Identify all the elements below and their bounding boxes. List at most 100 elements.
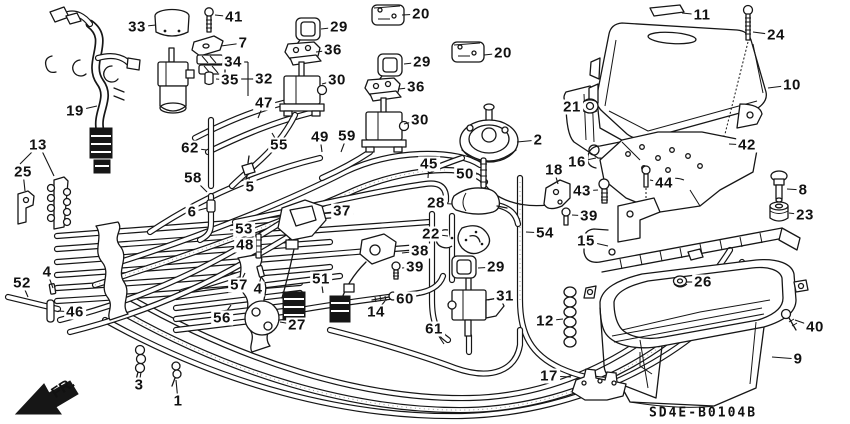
- bolt-39b: [561, 207, 571, 226]
- part-callout-44: 44: [653, 174, 675, 192]
- connector-cover-29b: [375, 53, 403, 85]
- label-strip-11: [649, 4, 685, 17]
- part-callout-29: 29: [411, 53, 433, 71]
- part-callout-12: 12: [534, 312, 556, 330]
- part-callout-36: 36: [322, 41, 344, 59]
- part-callout-24: 24: [765, 26, 787, 44]
- grommet-23: [769, 201, 789, 222]
- part-callout-60: 60: [394, 290, 416, 308]
- part-callout-46: 46: [64, 303, 86, 321]
- part-callout-54: 54: [534, 224, 556, 242]
- part-callout-20: 20: [410, 5, 432, 23]
- rubber-mount-34: [196, 54, 226, 75]
- part-callout-4: 4: [40, 263, 54, 281]
- part-callout-51: 51: [310, 270, 332, 288]
- part-callout-13: 13: [27, 136, 49, 154]
- plate-20a: [371, 4, 405, 26]
- part-callout-36: 36: [405, 78, 427, 96]
- part-callout-27: 27: [286, 316, 308, 334]
- part-callout-8: 8: [796, 181, 810, 199]
- part-callout-6: 6: [185, 203, 199, 221]
- part-callout-59: 59: [336, 127, 358, 145]
- part-callout-29: 29: [485, 258, 507, 276]
- bracket-36a: [284, 41, 322, 66]
- screw-24: [724, 4, 754, 135]
- part-callout-21: 21: [561, 98, 583, 116]
- bracket-36b: [364, 77, 402, 102]
- part-callout-25: 25: [12, 163, 34, 181]
- part-callout-20: 20: [492, 44, 514, 62]
- part-callout-62: 62: [179, 139, 201, 157]
- part-callout-42: 42: [736, 136, 758, 154]
- control-box-lower: [583, 258, 809, 408]
- part-callout-22: 22: [420, 225, 442, 243]
- part-callout-30: 30: [409, 111, 431, 129]
- rail-bracket-15: [583, 227, 801, 273]
- part-callout-47: 47: [253, 94, 275, 112]
- bolt-39a: [391, 261, 401, 280]
- bracket-17: [571, 368, 627, 401]
- callout-bracket-line: [41, 150, 55, 177]
- part-callout-9: 9: [791, 350, 805, 368]
- part-callout-33: 33: [126, 18, 148, 36]
- solenoid-valve-assembly-32: [157, 47, 195, 114]
- clip-25: [17, 190, 35, 225]
- part-callout-35: 35: [219, 71, 241, 89]
- part-callout-58: 58: [182, 169, 204, 187]
- wire-harness: [44, 6, 141, 174]
- part-callout-48: 48: [234, 236, 256, 254]
- part-callout-2: 2: [531, 131, 545, 149]
- collar-35: [204, 71, 214, 86]
- part-callout-19: 19: [64, 102, 86, 120]
- bolt-43: [598, 178, 610, 204]
- part-callout-11: 11: [691, 6, 713, 24]
- part-callout-53: 53: [233, 220, 255, 238]
- part-callout-43: 43: [571, 182, 593, 200]
- screw-44: [617, 165, 661, 243]
- part-callout-37: 37: [331, 202, 353, 220]
- bolt-8: [770, 170, 788, 203]
- part-callout-23: 23: [794, 206, 816, 224]
- joint-6: [206, 199, 216, 213]
- part-callout-50: 50: [454, 165, 476, 183]
- part-callout-56: 56: [211, 309, 233, 327]
- sensor-38: [329, 233, 397, 323]
- part-callout-45: 45: [418, 155, 440, 173]
- part-callout-32: 32: [253, 70, 275, 88]
- part-callout-10: 10: [781, 76, 803, 94]
- part-callout-15: 15: [575, 232, 597, 250]
- part-callout-28: 28: [425, 194, 447, 212]
- solenoid-valve-30b: [361, 97, 410, 153]
- part-callout-1: 1: [171, 392, 185, 410]
- bolt-41: [204, 7, 214, 33]
- part-callout-49: 49: [309, 128, 331, 146]
- part-callout-61: 61: [423, 320, 445, 338]
- part-callout-26: 26: [692, 273, 714, 291]
- bracket-18: [543, 179, 571, 210]
- connector-cover-29a: [293, 17, 321, 49]
- part-callout-30: 30: [326, 71, 348, 89]
- part-callout-39: 39: [404, 258, 426, 276]
- part-callout-14: 14: [365, 303, 387, 321]
- cap-33: [154, 8, 190, 37]
- bolt-40: [780, 308, 798, 331]
- part-callout-52: 52: [11, 274, 33, 292]
- connector-cover-29c: [451, 255, 477, 279]
- mounting-plate-16: [587, 131, 758, 213]
- part-callout-40: 40: [804, 318, 826, 336]
- part-callout-17: 17: [538, 367, 560, 385]
- comb-13: [46, 176, 72, 230]
- clip-3: [134, 344, 147, 381]
- sensor-37: [277, 199, 327, 299]
- solenoid-valve-30a: [279, 61, 328, 117]
- part-callout-57: 57: [228, 276, 250, 294]
- part-callout-29: 29: [328, 18, 350, 36]
- part-callout-55: 55: [268, 136, 290, 154]
- bracket-7: [191, 35, 224, 57]
- clip-4b: [256, 264, 265, 278]
- part-callout-31: 31: [494, 287, 516, 305]
- connector-27: [244, 291, 306, 336]
- part-callout-41: 41: [223, 8, 245, 26]
- part-callout-16: 16: [566, 153, 588, 171]
